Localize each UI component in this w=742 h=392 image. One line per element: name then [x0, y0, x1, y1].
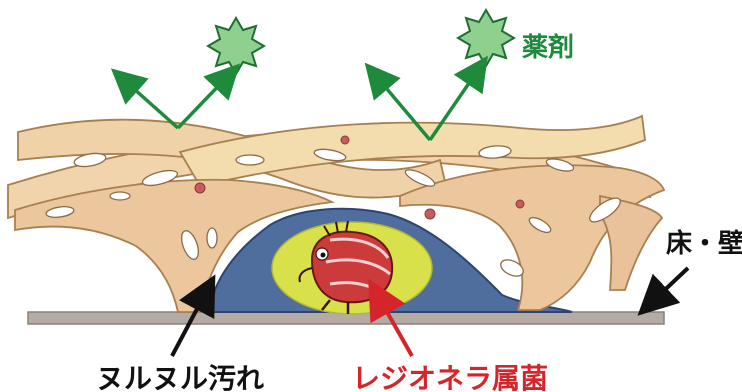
- drug-arrow-up-right-1: [178, 76, 228, 128]
- cell-oval: [207, 228, 217, 248]
- cell-red-dot: [425, 209, 435, 219]
- cell-red-dot: [195, 183, 205, 193]
- star-burst-icon: [458, 10, 514, 66]
- cell-oval: [236, 155, 264, 165]
- slime-label: ヌルヌル汚れ: [96, 362, 264, 392]
- floor-wall-label: 床・壁: [666, 228, 742, 259]
- cell-oval: [110, 192, 130, 200]
- drug-label: 薬剤: [522, 32, 574, 63]
- cell-red-dot: [341, 136, 349, 144]
- legionella-label: レジオネラ属菌: [352, 362, 548, 392]
- floor-wall-arrow: [652, 268, 688, 302]
- star-burst-icon: [208, 18, 264, 74]
- cell-red-dot: [516, 200, 524, 208]
